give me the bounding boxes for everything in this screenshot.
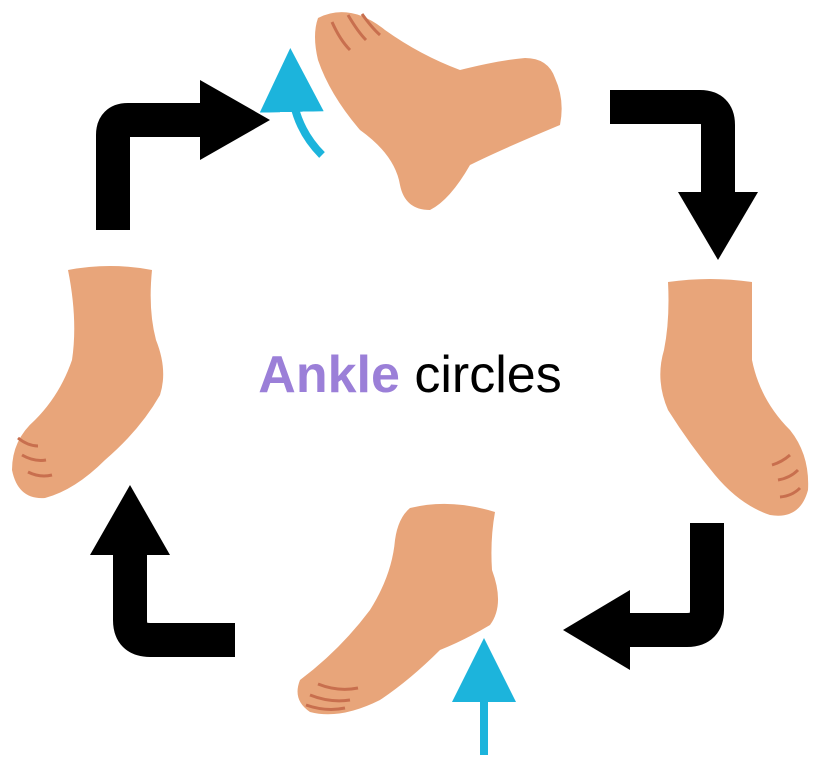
motion-arrow-up-top	[291, 80, 322, 155]
foot-top	[315, 12, 562, 210]
diagram-title: Ankle circles	[0, 340, 820, 410]
cycle-arrow-bottom-left	[90, 485, 235, 640]
cycle-arrow-top-right	[610, 107, 758, 260]
cycle-arrow-bottom-right	[563, 523, 707, 670]
title-rest: circles	[414, 346, 561, 404]
foot-bottom	[298, 504, 498, 714]
cycle-arrow-top-left	[113, 80, 270, 230]
title-highlight: Ankle	[258, 346, 400, 404]
